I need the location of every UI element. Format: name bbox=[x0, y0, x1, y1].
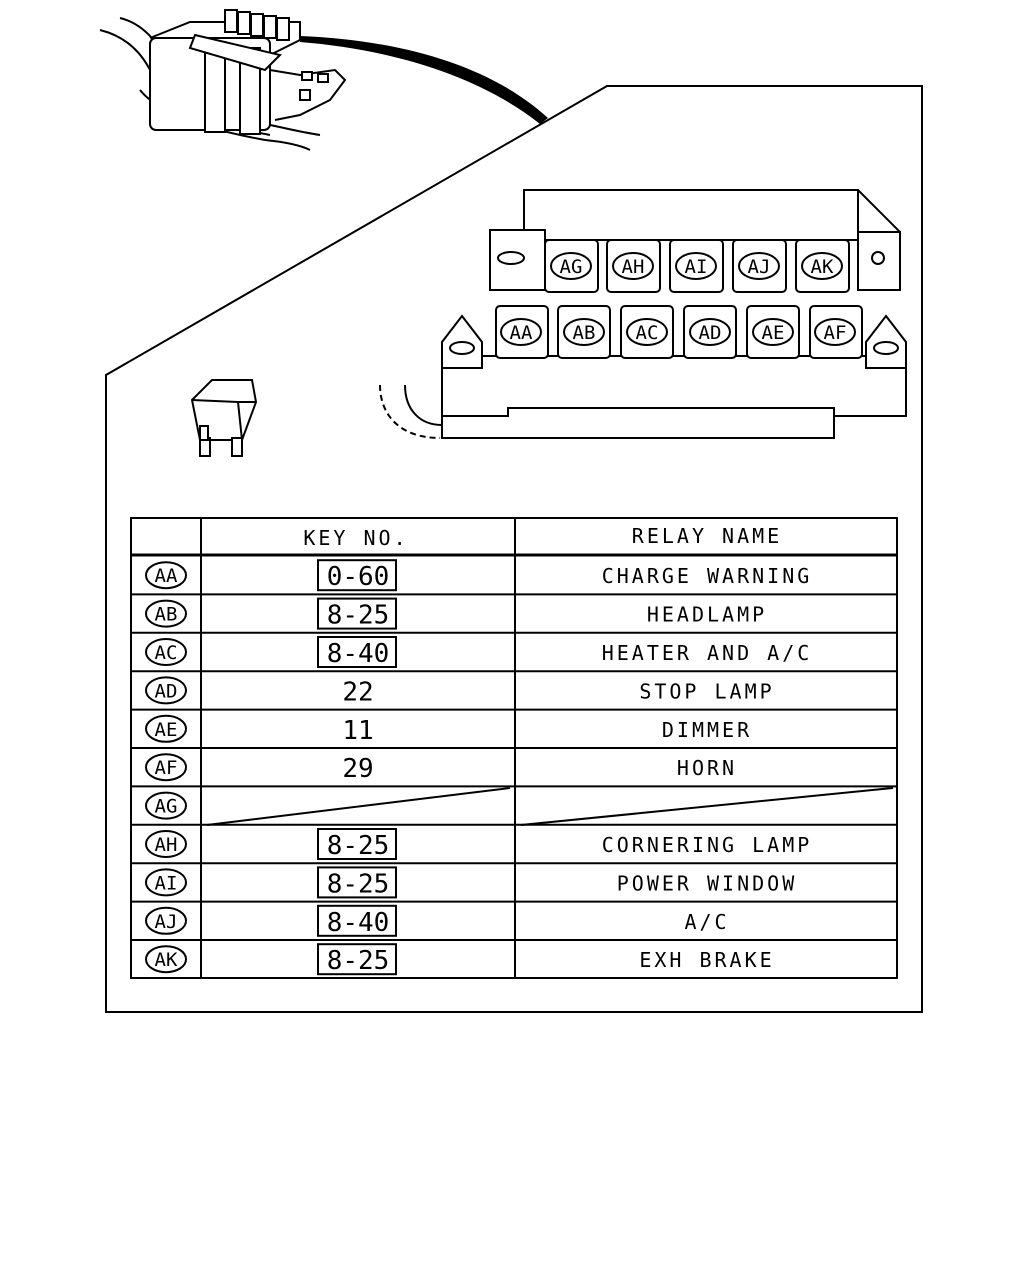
relay-name: STOP LAMP bbox=[639, 679, 774, 703]
key-no: 22 bbox=[342, 677, 373, 707]
socket-label-aa-text: AA bbox=[510, 322, 533, 344]
header-relay-name: RELAY NAME bbox=[632, 524, 782, 548]
row-code-ab-text: AB bbox=[155, 604, 178, 626]
key-no: 8-40 bbox=[327, 908, 390, 938]
table-row: AH 8-25 CORNERING LAMP bbox=[145, 828, 813, 861]
table-row: AI 8-25 POWER WINDOW bbox=[145, 866, 798, 899]
key-box bbox=[317, 943, 397, 976]
relay-table bbox=[130, 517, 898, 979]
table-row: AK 8-25 EXH BRAKE bbox=[145, 943, 774, 976]
key-no: 8-25 bbox=[327, 831, 390, 861]
table-row: AC 8-40 HEATER AND A/C bbox=[145, 636, 813, 669]
socket-label-af: AF bbox=[814, 318, 856, 346]
relay-name: HORN bbox=[677, 756, 737, 780]
socket-label-aa: AA bbox=[500, 318, 542, 346]
key-no: 8-40 bbox=[327, 639, 390, 669]
row-code-ad: AD bbox=[145, 676, 187, 705]
socket-label-ab-text: AB bbox=[573, 322, 596, 344]
relay-name: CHARGE WARNING bbox=[602, 564, 813, 588]
socket-label-ai-text: AI bbox=[685, 256, 708, 278]
socket-label-ac: AC bbox=[626, 318, 668, 346]
table-row: AB 8-25 HEADLAMP bbox=[145, 597, 767, 631]
socket-label-ac-text: AC bbox=[636, 322, 659, 344]
socket-label-ae: AE bbox=[752, 318, 794, 346]
socket-label-ah-text: AH bbox=[622, 256, 645, 278]
relay-name: EXH BRAKE bbox=[639, 948, 774, 972]
socket-label-ai: AI bbox=[675, 252, 717, 280]
key-box bbox=[317, 904, 397, 937]
socket-label-ad: AD bbox=[689, 318, 731, 346]
row-code-ag-text: AG bbox=[155, 796, 178, 818]
key-box bbox=[317, 597, 397, 630]
relay-name: DIMMER bbox=[662, 718, 752, 742]
socket-label-ah: AH bbox=[612, 252, 654, 280]
table-row: AJ 8-40 A/C bbox=[145, 904, 729, 938]
row-code-aj-text: AJ bbox=[155, 911, 178, 933]
key-box bbox=[317, 828, 397, 860]
row-code-ac-text: AC bbox=[155, 642, 178, 664]
key-box bbox=[317, 866, 397, 899]
relay-icon bbox=[190, 379, 258, 457]
key-no: 0-60 bbox=[327, 562, 390, 592]
socket-label-ag-text: AG bbox=[560, 256, 583, 278]
socket-label-ab: AB bbox=[563, 318, 605, 346]
row-code-aj: AJ bbox=[145, 906, 187, 935]
row-code-aa: AA bbox=[145, 561, 187, 590]
table-row: AF 29 HORN bbox=[145, 753, 737, 784]
row-code-ah: AH bbox=[145, 830, 187, 858]
row-code-ak: AK bbox=[145, 945, 187, 974]
table-row: AG bbox=[145, 791, 187, 820]
relay-name: POWER WINDOW bbox=[617, 871, 798, 895]
table-row: AE 11 DIMMER bbox=[145, 714, 752, 746]
row-code-ai: AI bbox=[145, 868, 187, 897]
row-code-ak-text: AK bbox=[155, 949, 178, 971]
harness-illustration bbox=[99, 9, 347, 151]
socket-label-aj: AJ bbox=[738, 252, 780, 280]
row-code-ag: AG bbox=[145, 791, 187, 820]
callout-frame bbox=[105, 85, 923, 1013]
row-code-ae: AE bbox=[145, 714, 187, 743]
socket-label-af-text: AF bbox=[824, 322, 847, 344]
row-code-ad-text: AD bbox=[155, 680, 178, 702]
row-code-ae-text: AE bbox=[155, 719, 178, 741]
table-row: AD 22 STOP LAMP bbox=[145, 676, 774, 707]
socket-label-ak-text: AK bbox=[811, 256, 834, 278]
key-no: 29 bbox=[342, 754, 373, 784]
key-no: 8-25 bbox=[327, 946, 390, 976]
row-code-ac: AC bbox=[145, 638, 187, 666]
relay-block bbox=[441, 189, 907, 439]
key-no: 8-25 bbox=[327, 869, 390, 899]
row-code-af-text: AF bbox=[155, 757, 178, 779]
socket-label-aj-text: AJ bbox=[748, 256, 771, 278]
socket-label-ad-text: AD bbox=[699, 322, 722, 344]
header-key-no: KEY NO. bbox=[303, 526, 408, 550]
key-box bbox=[317, 636, 397, 668]
relay-name: CORNERING LAMP bbox=[602, 833, 813, 857]
socket-label-ae-text: AE bbox=[762, 322, 785, 344]
table-row: AA 0-60 CHARGE WARNING bbox=[145, 559, 813, 592]
row-code-aa-text: AA bbox=[155, 565, 178, 587]
row-code-ai-text: AI bbox=[155, 872, 178, 894]
socket-label-ag: AG bbox=[550, 252, 592, 280]
relay-name: A/C bbox=[684, 910, 729, 934]
relay-name: HEATER AND A/C bbox=[602, 641, 813, 665]
relay-name: HEADLAMP bbox=[647, 603, 767, 627]
pointer-line bbox=[300, 36, 548, 124]
block-outline bbox=[379, 384, 443, 439]
socket-label-ak: AK bbox=[801, 252, 843, 280]
row-code-ah-text: AH bbox=[155, 834, 178, 856]
key-box bbox=[317, 559, 397, 592]
key-no: 11 bbox=[342, 716, 373, 746]
key-no: 8-25 bbox=[327, 601, 390, 631]
row-code-af: AF bbox=[145, 753, 187, 782]
row-code-ab: AB bbox=[145, 599, 187, 628]
